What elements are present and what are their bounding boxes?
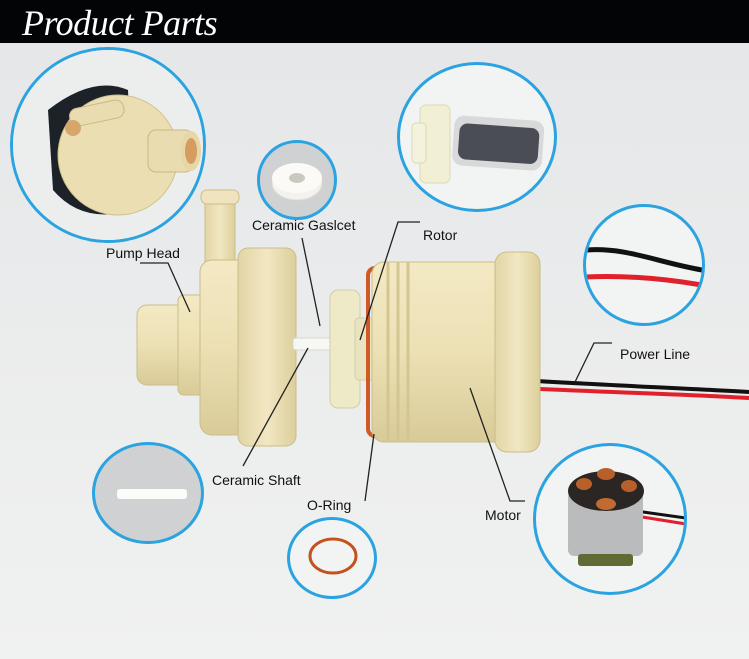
o-ring-icon <box>308 537 358 575</box>
label-power-line: Power Line <box>620 346 691 362</box>
ceramic-shaft-detail-circle <box>92 442 204 544</box>
motor-detail-circle <box>533 443 687 595</box>
label-ceramic-gasket: Ceramic Gaslcet <box>252 217 356 233</box>
pump-head-detail-circle <box>10 47 206 243</box>
pump-head-closeup-icon <box>13 50 203 240</box>
label-motor: Motor <box>485 507 521 523</box>
ceramic-gasket-icon <box>271 163 323 201</box>
header-bar: Product Parts <box>0 0 749 43</box>
o-ring-detail-circle <box>287 517 377 599</box>
label-pump-head: Pump Head <box>106 245 180 261</box>
rotor-detail-circle <box>397 62 557 212</box>
label-o-ring: O-Ring <box>307 497 352 513</box>
motor-housing <box>371 251 541 453</box>
label-rotor: Rotor <box>423 227 458 243</box>
ceramic-gasket-detail-circle <box>257 140 337 220</box>
rotor-magnet-icon <box>411 104 545 184</box>
power-line-detail-circle <box>583 204 705 326</box>
label-ceramic-shaft: Ceramic Shaft <box>212 472 301 488</box>
ceramic-shaft-icon <box>117 489 187 499</box>
leader-lines <box>140 221 612 502</box>
motor-stator-icon <box>568 468 684 566</box>
power-wires-icon <box>586 247 702 288</box>
page-title: Product Parts <box>22 3 218 43</box>
